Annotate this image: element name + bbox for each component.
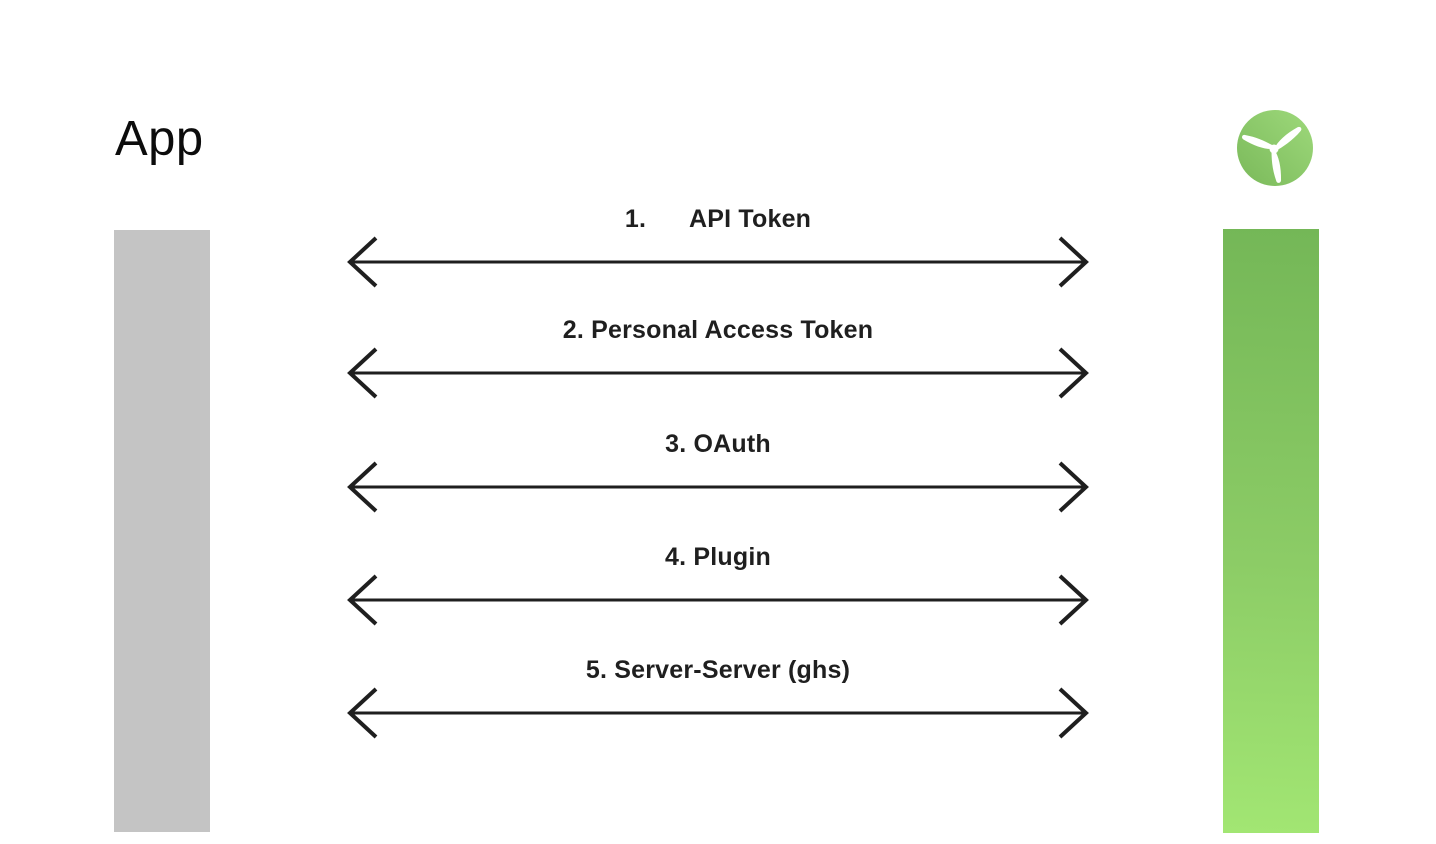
connection-label: 3. OAuth (665, 430, 771, 458)
connection-row-plugin: 4. Plugin (345, 542, 1091, 630)
double-arrow-icon (347, 236, 1089, 288)
connection-label: 1. API Token (624, 205, 812, 233)
app-bar (114, 230, 210, 832)
double-arrow-icon (347, 461, 1089, 513)
connection-label: 5. Server-Server (ghs) (585, 656, 851, 684)
connection-row-oauth: 3. OAuth (345, 429, 1091, 517)
double-arrow-icon (347, 687, 1089, 739)
connection-row-server-server: 5. Server-Server (ghs) (345, 655, 1091, 743)
server-bar (1223, 229, 1319, 833)
connection-row-api-token: 1. API Token (345, 204, 1091, 292)
double-arrow-icon (347, 574, 1089, 626)
windmill-logo-icon (1237, 110, 1313, 186)
connection-row-personal-access-token: 2. Personal Access Token (345, 315, 1091, 403)
connection-label: 4. Plugin (665, 543, 771, 571)
connection-label: 2. Personal Access Token (562, 316, 874, 344)
double-arrow-icon (347, 347, 1089, 399)
app-label: App (115, 112, 204, 166)
